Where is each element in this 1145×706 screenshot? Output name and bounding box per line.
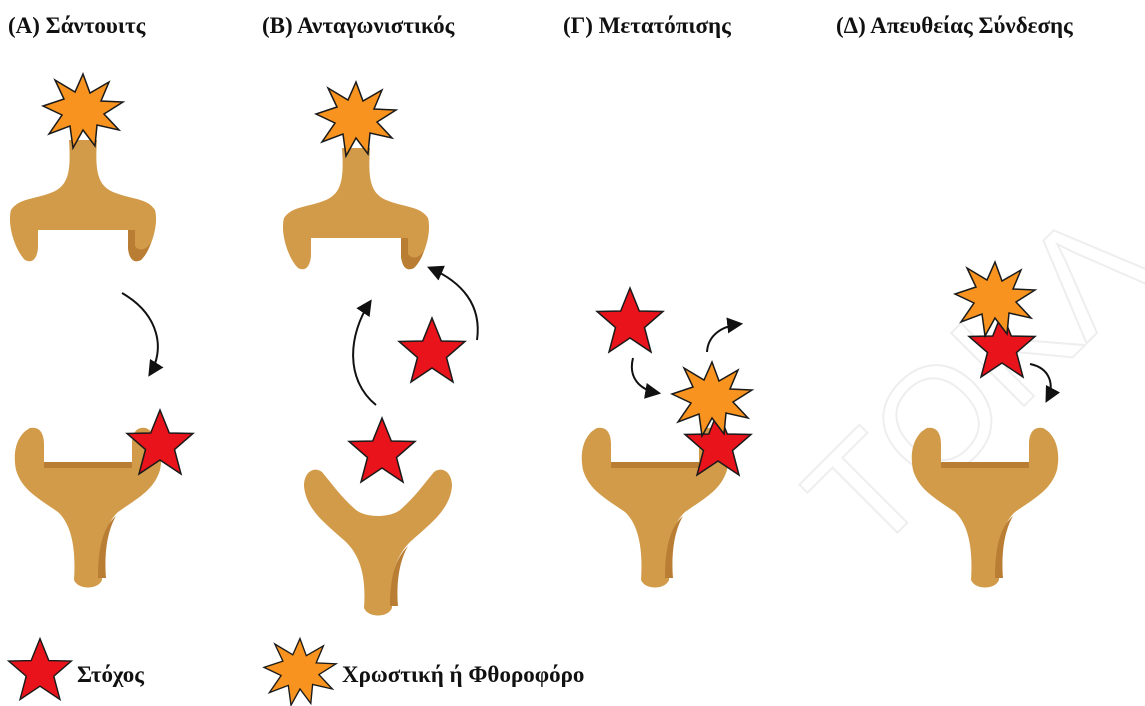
red-star-icon bbox=[399, 318, 465, 382]
legend: Στόχος Χρωστική ή Φθοροφόρο bbox=[9, 639, 585, 706]
title-sandwich: (Α) Σάντουιτς bbox=[8, 13, 146, 38]
capture-antibody bbox=[15, 428, 161, 588]
arrow-icon bbox=[122, 293, 158, 374]
watermark: ΤΟΚΛ bbox=[774, 177, 1145, 583]
y-antibody bbox=[304, 470, 452, 616]
red-star-icon bbox=[9, 639, 72, 700]
red-star-icon bbox=[349, 418, 415, 482]
orange-burst-icon bbox=[43, 74, 123, 148]
panel-competitive bbox=[283, 82, 478, 616]
labeled-antibody bbox=[283, 148, 429, 269]
orange-burst-icon bbox=[316, 82, 396, 156]
arrow-icon bbox=[353, 302, 376, 405]
svg-text:ΤΟΚΛ: ΤΟΚΛ bbox=[774, 177, 1145, 583]
orange-burst-icon bbox=[264, 639, 336, 706]
arrow-icon bbox=[632, 358, 658, 393]
red-star-icon bbox=[597, 288, 663, 352]
detection-antibody bbox=[10, 140, 156, 261]
title-direct-binding: (Δ) Απευθείας Σύνδεσης bbox=[836, 13, 1073, 38]
panel-sandwich bbox=[10, 74, 193, 588]
panel-displacement bbox=[582, 288, 752, 588]
legend-target-label: Στόχος bbox=[77, 662, 144, 687]
arrow-icon bbox=[707, 324, 740, 352]
legend-dye-label: Χρωστική ή Φθοροφόρο bbox=[342, 662, 584, 687]
title-displacement: (Γ) Μετατόπισης bbox=[563, 13, 731, 38]
title-competitive: (Β) Ανταγωνιστικός bbox=[262, 13, 455, 38]
